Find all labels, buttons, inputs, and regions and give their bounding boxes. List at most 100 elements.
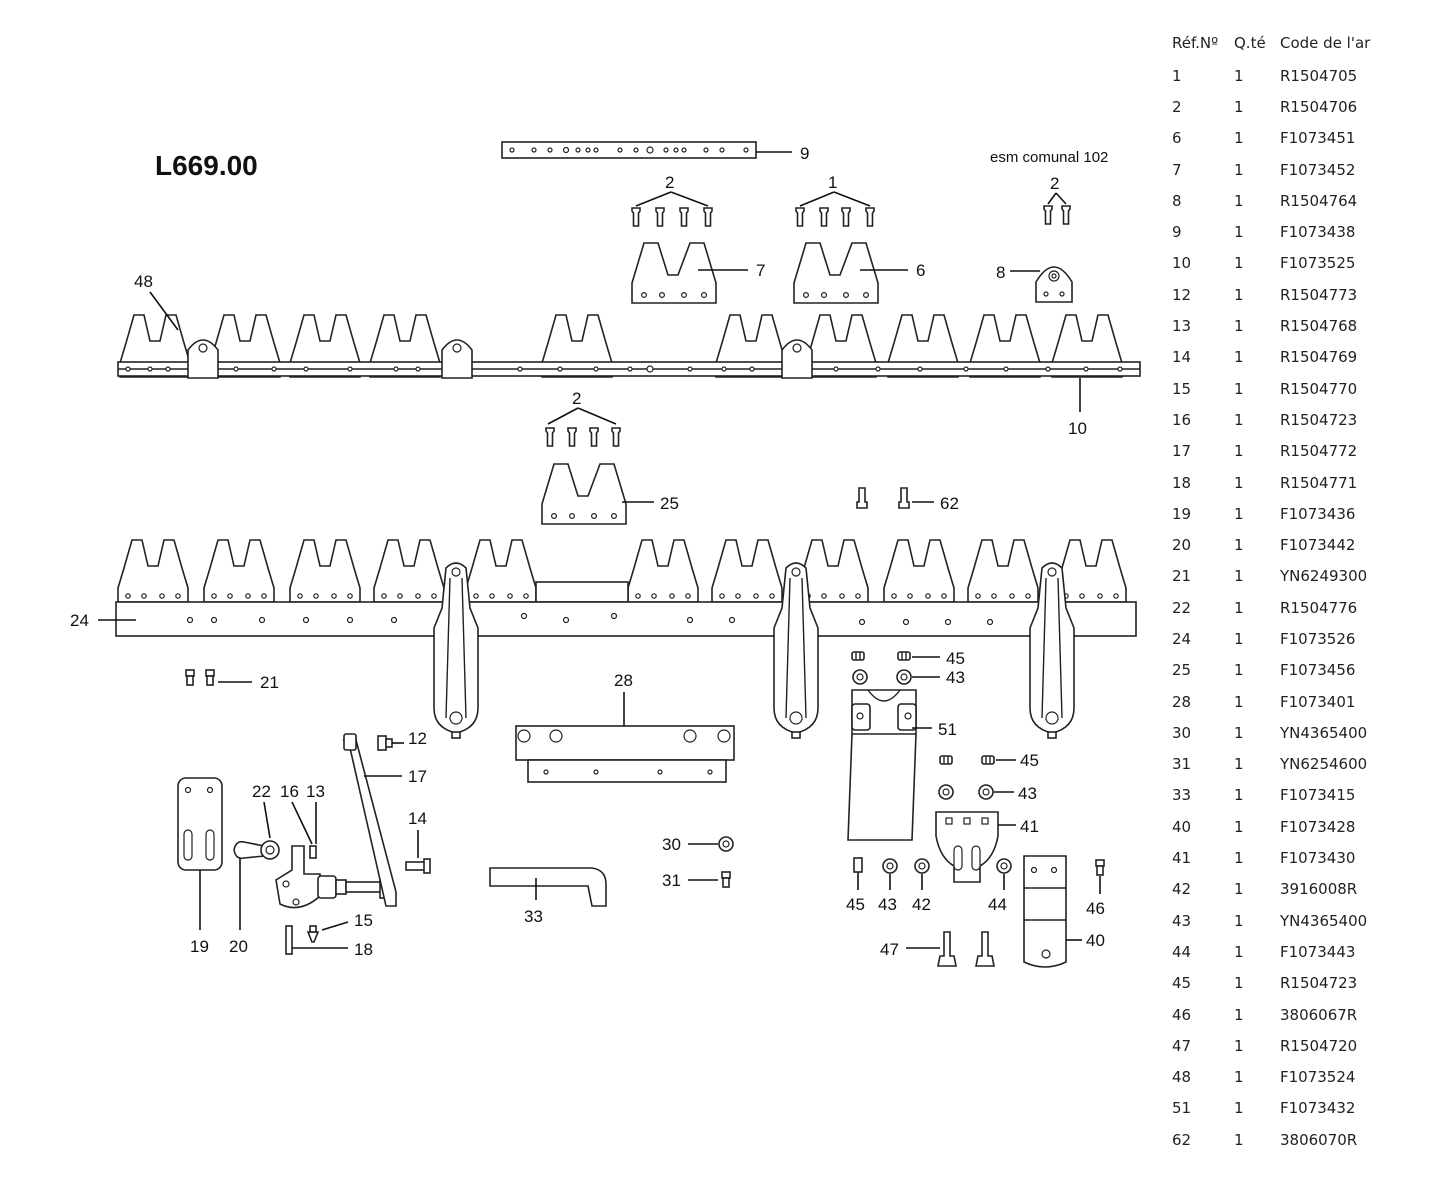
qty-cell: 1 <box>1234 191 1244 210</box>
qty-cell: 1 <box>1234 723 1244 742</box>
code-cell: F1073436 <box>1280 504 1356 523</box>
qty-cell: 1 <box>1234 1099 1244 1118</box>
code-cell: 3806070R <box>1280 1130 1358 1149</box>
qty-cell: 1 <box>1234 1130 1244 1149</box>
ref-cell: 22 <box>1172 598 1192 617</box>
callout-48: 48 <box>134 272 153 291</box>
callout-13: 13 <box>306 782 325 801</box>
code-cell: F1073401 <box>1280 692 1356 711</box>
code-cell: F1073432 <box>1280 1099 1356 1118</box>
table-row: 62 1 3806070R <box>1172 1124 1442 1155</box>
code-cell: F1073456 <box>1280 661 1356 680</box>
qty-cell: 1 <box>1234 66 1244 85</box>
diagram-note: esm comunal 102 <box>990 149 1108 166</box>
ref-cell: 7 <box>1172 160 1182 179</box>
callout-6: 6 <box>916 261 925 280</box>
ref-cell: 25 <box>1172 661 1192 680</box>
ref-cell: 28 <box>1172 692 1192 711</box>
header-code: Code de l'ar <box>1280 34 1371 52</box>
callout-1: 1 <box>828 173 837 192</box>
qty-cell: 1 <box>1234 786 1244 805</box>
ref-cell: 30 <box>1172 723 1192 742</box>
part-51-knife-head-guard <box>847 689 917 841</box>
callout-45-mid: 45 <box>1020 751 1039 770</box>
code-cell: F1073452 <box>1280 160 1356 179</box>
code-cell: R1504705 <box>1280 66 1358 85</box>
code-cell: R1504771 <box>1280 473 1358 492</box>
code-cell: 3916008R <box>1280 880 1358 899</box>
table-row: 30 1 YN4365400 <box>1172 717 1442 748</box>
callout-10: 10 <box>1068 419 1087 438</box>
code-cell: F1073415 <box>1280 786 1356 805</box>
ref-cell: 62 <box>1172 1130 1192 1149</box>
parts-table-header: Réf.Nº Q.té Code de l'ar <box>1172 34 1442 60</box>
ref-cell: 16 <box>1172 410 1192 429</box>
code-cell: YN4365400 <box>1280 723 1368 742</box>
part-25-blade-section <box>541 463 627 525</box>
callout-45-top: 45 <box>946 649 965 668</box>
ref-cell: 14 <box>1172 348 1192 367</box>
ref-cell: 24 <box>1172 629 1192 648</box>
ref-cell: 45 <box>1172 974 1192 993</box>
code-cell: F1073438 <box>1280 223 1356 242</box>
code-cell: F1073428 <box>1280 817 1356 836</box>
part-8-clip <box>1035 266 1073 303</box>
ref-cell: 19 <box>1172 504 1192 523</box>
qty-cell: 1 <box>1234 254 1244 273</box>
code-cell: F1073525 <box>1280 254 1356 273</box>
code-cell: R1504764 <box>1280 191 1358 210</box>
ref-cell: 12 <box>1172 285 1192 304</box>
ref-cell: 18 <box>1172 473 1192 492</box>
code-cell: F1073524 <box>1280 1068 1356 1087</box>
ref-cell: 51 <box>1172 1099 1192 1118</box>
ref-cell: 44 <box>1172 942 1192 961</box>
qty-cell: 1 <box>1234 442 1244 461</box>
qty-cell: 1 <box>1234 974 1244 993</box>
code-cell: YN6249300 <box>1280 567 1368 586</box>
diagram-title: L669.00 <box>155 150 258 181</box>
callout-2-lower: 2 <box>572 389 581 408</box>
qty-cell: 1 <box>1234 1068 1244 1087</box>
ref-cell: 15 <box>1172 379 1192 398</box>
callout-14: 14 <box>408 809 427 828</box>
callout-19: 19 <box>190 937 209 956</box>
callout-43-bottom: 43 <box>878 895 897 914</box>
qty-cell: 1 <box>1234 661 1244 680</box>
qty-cell: 1 <box>1234 911 1244 930</box>
code-cell: YN6254600 <box>1280 755 1368 774</box>
callout-7: 7 <box>756 261 765 280</box>
qty-cell: 1 <box>1234 942 1244 961</box>
code-cell: R1504773 <box>1280 285 1358 304</box>
callout-62: 62 <box>940 494 959 513</box>
ref-cell: 40 <box>1172 817 1192 836</box>
exploded-parts-diagram: L669.00 esm comunal 102 9 2 1 2 7 6 8 <box>70 141 1141 968</box>
callout-16: 16 <box>280 782 299 801</box>
callout-41: 41 <box>1020 817 1039 836</box>
qty-cell: 1 <box>1234 129 1244 148</box>
ref-cell: 20 <box>1172 536 1192 555</box>
code-cell: F1073442 <box>1280 536 1356 555</box>
qty-cell: 1 <box>1234 817 1244 836</box>
part-9-perforated-bar <box>501 141 757 159</box>
callout-17: 17 <box>408 767 427 786</box>
ref-cell: 8 <box>1172 191 1182 210</box>
callout-31: 31 <box>662 871 681 890</box>
code-cell: R1504776 <box>1280 598 1358 617</box>
